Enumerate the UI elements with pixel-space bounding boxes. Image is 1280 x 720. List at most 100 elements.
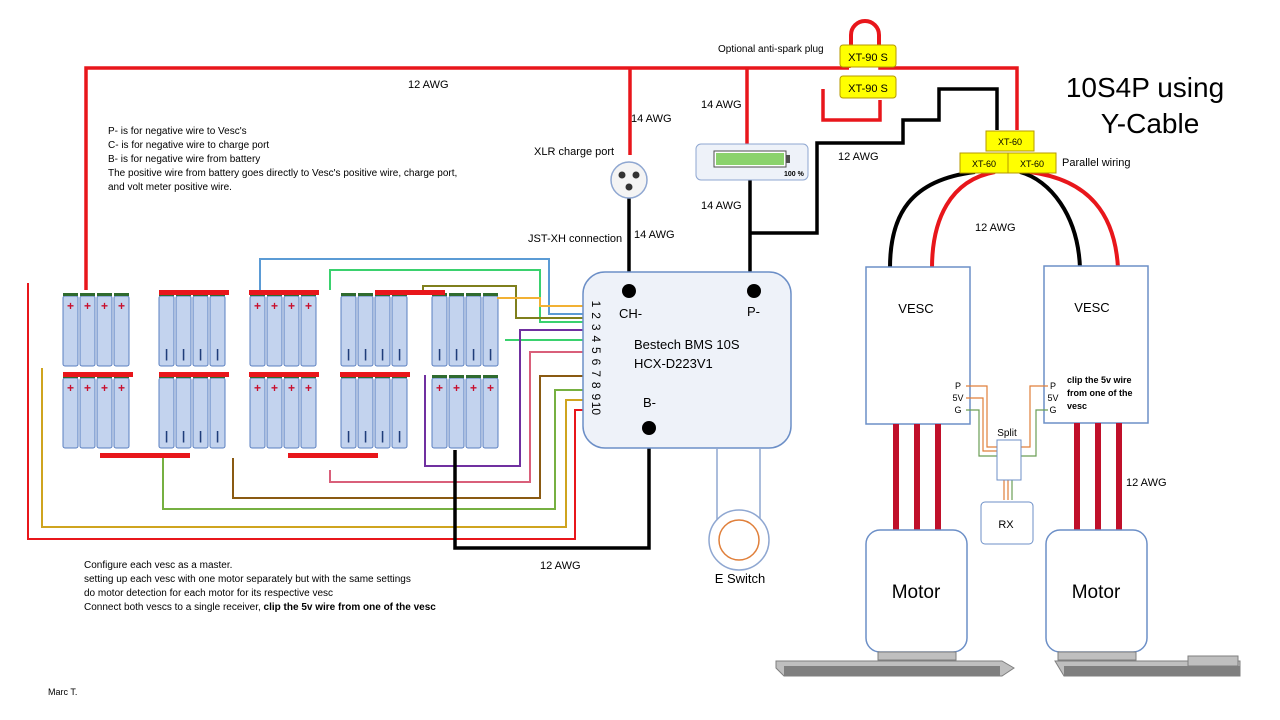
bms-pin-label: 10	[589, 402, 603, 416]
title-line2: Y-Cable	[1101, 108, 1200, 139]
battery-cell: +	[249, 375, 266, 449]
battery-cell: |	[391, 293, 408, 367]
plus-icon: +	[254, 299, 261, 313]
wiring-notes: P- is for negative wire to Vesc's C- is …	[108, 126, 457, 193]
minus-icon: |	[364, 347, 367, 361]
battery-cell: |	[340, 293, 357, 367]
minus-icon: |	[438, 347, 441, 361]
note-line: P- is for negative wire to Vesc's	[108, 126, 247, 137]
note-line: The positive wire from battery goes dire…	[108, 168, 457, 179]
battery-cell: |	[340, 375, 357, 449]
split-connector	[996, 439, 1022, 481]
minus-icon: |	[398, 347, 401, 361]
minus-icon: |	[347, 429, 350, 443]
awg-b-minus: 12 AWG	[540, 560, 581, 572]
plus-icon: +	[271, 381, 278, 395]
minus-icon: |	[398, 429, 401, 443]
battery-cell: +	[448, 375, 465, 449]
bms-board: CH- P- B- Bestech BMS 10S HCX-D223V1 123…	[582, 271, 792, 449]
balance-leads	[27, 258, 583, 540]
bms-pin-label: 3	[589, 324, 603, 331]
battery-cell: +	[300, 293, 317, 367]
minus-icon: |	[489, 347, 492, 361]
awg-motor: 12 AWG	[1126, 477, 1167, 489]
battery-cell: |	[192, 375, 209, 449]
config-line4-normal: Connect both vescs to a single receiver,	[84, 602, 264, 613]
xlr-charge-port	[610, 161, 648, 199]
battery-cell: +	[300, 375, 317, 449]
vesc-left-label: VESC	[898, 301, 933, 316]
clip-note-line1: clip the 5v wire	[1067, 375, 1132, 385]
battery-cell: |	[357, 375, 374, 449]
vesc-left-pin-p: P	[955, 381, 961, 391]
anti-spark-label: Optional anti-spark plug	[718, 44, 824, 55]
minus-icon: |	[199, 347, 202, 361]
b-terminal	[642, 421, 656, 435]
clip-note-line2: from one of the	[1067, 388, 1133, 398]
minus-icon: |	[216, 347, 219, 361]
battery-cell: +	[62, 293, 79, 367]
power-wires	[84, 57, 1120, 550]
minus-icon: |	[182, 429, 185, 443]
plus-icon: +	[436, 381, 443, 395]
plus-icon: +	[288, 299, 295, 313]
note-line: C- is for negative wire to charge port	[108, 140, 269, 151]
plus-icon: +	[67, 381, 74, 395]
bms-name-line2: HCX-D223V1	[634, 356, 713, 371]
awg-meter-lower: 14 AWG	[701, 200, 742, 212]
vesc-right-pin-g: G	[1049, 405, 1056, 415]
awg-top-main: 12 AWG	[408, 79, 449, 91]
battery-percent: 100 %	[784, 171, 805, 178]
plus-icon: +	[101, 381, 108, 395]
minus-icon: |	[472, 347, 475, 361]
anti-spark-plug: XT-90 S XT-90 S	[839, 19, 897, 99]
battery-cell: |	[209, 293, 226, 367]
vesc-right-label: VESC	[1074, 300, 1109, 315]
plus-icon: +	[101, 299, 108, 313]
battery-cell: |	[465, 293, 482, 367]
author: Marc T.	[48, 687, 77, 697]
xt90-bottom-label: XT-90 S	[848, 83, 888, 95]
vesc-right-pin-5v: 5V	[1047, 393, 1058, 403]
motor-right-label: Motor	[1072, 582, 1121, 603]
plus-icon: +	[470, 381, 477, 395]
bms-pin-label: 8	[589, 382, 603, 389]
battery-cell: +	[266, 293, 283, 367]
clip-note-line3: vesc	[1067, 401, 1087, 411]
minus-icon: |	[165, 429, 168, 443]
minus-icon: |	[182, 347, 185, 361]
awg-to-xt60: 12 AWG	[838, 151, 879, 163]
config-line1: Configure each vesc as a master.	[84, 560, 232, 571]
phase-wires	[893, 423, 1122, 531]
battery-cell: |	[192, 293, 209, 367]
split-label: Split	[997, 428, 1017, 439]
battery-cell: |	[209, 375, 226, 449]
minus-icon: |	[455, 347, 458, 361]
battery-cell: +	[113, 293, 130, 367]
minus-icon: |	[347, 347, 350, 361]
awg-meter-upper: 14 AWG	[701, 99, 742, 111]
e-switch	[708, 448, 770, 571]
bms-pin-label: 5	[589, 347, 603, 354]
series-links	[63, 290, 445, 458]
battery-cell: |	[158, 293, 175, 367]
vesc-right-pin-p: P	[1050, 381, 1056, 391]
minus-icon: |	[216, 429, 219, 443]
plus-icon: +	[118, 381, 125, 395]
motor-left-label: Motor	[892, 582, 941, 603]
vesc-left: VESC P 5V G	[865, 266, 971, 425]
battery-cell: +	[96, 293, 113, 367]
ch-terminal	[622, 284, 636, 298]
plus-icon: +	[288, 381, 295, 395]
battery-cell: +	[431, 375, 448, 449]
battery-cell: +	[249, 293, 266, 367]
bms-pin-label: 6	[589, 359, 603, 366]
p-label: P-	[747, 304, 760, 319]
plus-icon: +	[118, 299, 125, 313]
minus-icon: |	[199, 429, 202, 443]
bms-pin-label: 7	[589, 370, 603, 377]
awg-charge-upper: 14 AWG	[631, 113, 672, 125]
title-line1: 10S4P using	[1066, 72, 1224, 103]
config-line4: Connect both vescs to a single receiver,…	[84, 602, 436, 613]
minus-icon: |	[165, 347, 168, 361]
